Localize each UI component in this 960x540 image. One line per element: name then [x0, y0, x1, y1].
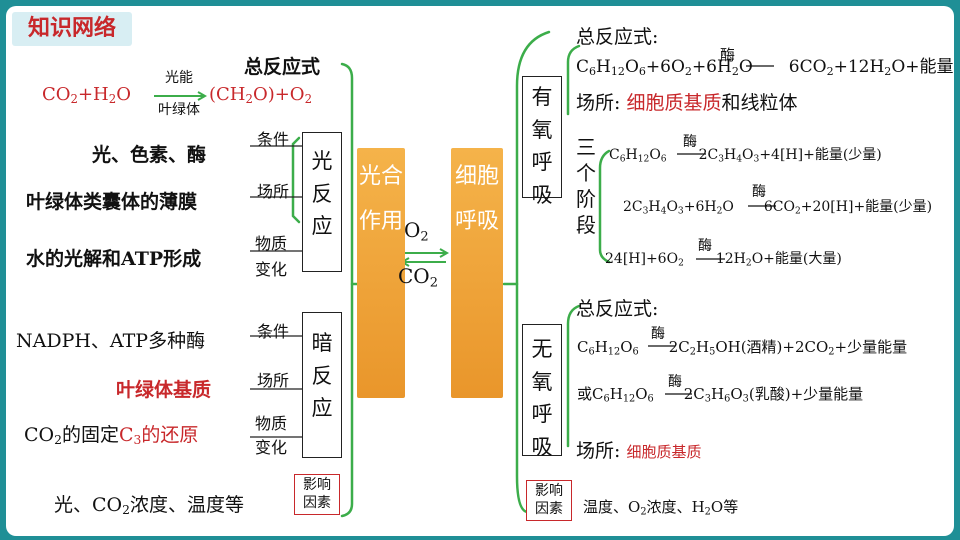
stage3-tail: +能量(大量)	[763, 251, 842, 267]
dark-site-label: 场所	[257, 371, 290, 390]
resp-factor-mid: 浓度、	[646, 498, 692, 516]
photosynthesis-column: 光合作用	[357, 148, 405, 398]
stage2-tail: +20[H]+能量(少量)	[800, 199, 933, 215]
aerobic-site-rest: 和线粒体	[721, 92, 798, 114]
aerobic-site-red: 细胞质基质	[626, 92, 722, 114]
exchange-co2: CO2	[398, 264, 438, 291]
photo-eq-chloroplast: 叶绿体	[158, 102, 200, 118]
respiration-column: 细胞呼吸	[451, 148, 503, 398]
aerobic-site-label: 场所:	[576, 92, 621, 114]
right-main-brace	[515, 30, 551, 514]
photo-eq-light-energy: 光能	[165, 70, 193, 86]
resp-factor-box-1: 影响	[535, 483, 563, 499]
anaerobic-site: 场所: 细胞质基质	[576, 436, 701, 463]
anaerobic-e1-end: +少量能量	[834, 338, 908, 356]
light-cond-value: 光、色素、酶	[92, 144, 207, 166]
anaerobic-total-label: 总反应式:	[576, 298, 659, 320]
resp-factors: 温度、O2浓度、H2O等	[583, 498, 739, 518]
light-site-label: 场所	[257, 182, 290, 201]
stages-brace	[598, 149, 611, 264]
photo-total-label: 总反应式	[244, 56, 321, 78]
anaerobic-site-red: 细胞质基质	[626, 443, 702, 461]
logo-line-2: 教学课件	[915, 514, 952, 525]
photo-factor-box: 影响因素	[294, 474, 340, 515]
resp-factor-box-2: 因素	[535, 500, 563, 517]
anaerobic-e2-tail: (乳酸)+少量能量	[748, 385, 864, 403]
resp-factor-box: 影响因素	[526, 480, 572, 521]
aerobic-box: 有氧呼吸	[522, 76, 562, 207]
stage2-enzyme: 酶	[752, 184, 766, 200]
anaerobic-e1-tail: OH(酒精)+2CO	[715, 338, 829, 356]
anaerobic-or: 或	[577, 385, 593, 403]
dark-mat-value: CO2的固定C3的还原	[24, 424, 199, 448]
stage1-tail: +4[H]+能量(少量)	[759, 147, 882, 163]
anaerobic-e2-enzyme: 酶	[668, 374, 682, 390]
anaerobic-e1-enzyme: 酶	[651, 326, 665, 342]
aerobic-energy: +能量	[905, 57, 954, 77]
light-mat-label-2: 变化	[255, 260, 288, 279]
photo-eq-products: (CH2O)+O2	[209, 84, 312, 106]
brace-lines	[154, 30, 776, 518]
dark-mat-label-1: 物质	[255, 414, 288, 433]
resp-factor-end: 等	[723, 498, 739, 516]
anaerobic-box: 无氧呼吸	[522, 324, 562, 459]
page-title: 知识网络	[12, 12, 132, 46]
dark-reaction-box: 暗反应	[302, 312, 342, 458]
dark-cond-label: 条件	[257, 322, 290, 341]
publisher-logo: 高中生物 教学课件	[912, 505, 956, 538]
light-bracket	[291, 136, 301, 224]
light-site-value: 叶绿体类囊体的薄膜	[26, 191, 198, 213]
photo-factors: 光、CO2浓度、温度等	[54, 494, 245, 518]
stage3-enzyme: 酶	[698, 238, 712, 254]
slide-card: 知识网络	[6, 6, 954, 536]
photo-factor-box-2: 因素	[303, 494, 331, 511]
dark-mat-label-2: 变化	[255, 438, 288, 457]
resp-factor-prefix: 温度、	[583, 498, 629, 516]
photo-eq-reactants: CO2+H2O	[42, 84, 131, 106]
light-reaction-box: 光反应	[302, 132, 342, 272]
anaerobic-site-label: 场所:	[576, 440, 621, 462]
stage1-enzyme: 酶	[683, 134, 697, 150]
aerobic-total-label: 总反应式:	[576, 26, 659, 48]
logo-line-1: 高中生物	[915, 505, 952, 515]
dark-cond-value: NADPH、ATP多种酶	[16, 330, 206, 352]
three-stages-label: 三个阶段	[576, 135, 596, 237]
anaerobic-brace	[566, 304, 581, 448]
light-mat-label-1: 物质	[255, 234, 288, 253]
dark-mat-suffix: 的还原	[141, 424, 199, 446]
photo-factor-prefix: 光、	[54, 494, 93, 516]
dark-mat-prefix: 的固定	[61, 424, 119, 446]
photo-factor-suffix: 浓度、温度等	[130, 494, 245, 516]
light-mat-value: 水的光解和ATP形成	[26, 248, 202, 270]
light-cond-label: 条件	[257, 130, 290, 149]
aerobic-site: 场所: 细胞质基质和线粒体	[576, 88, 797, 115]
dark-site-value: 叶绿体基质	[116, 379, 212, 401]
photo-factor-box-1: 影响	[303, 477, 331, 493]
exchange-o2: O2	[404, 218, 429, 245]
aerobic-brace	[566, 44, 581, 116]
left-main-brace	[340, 62, 354, 518]
aerobic-enzyme: 酶	[720, 46, 736, 64]
